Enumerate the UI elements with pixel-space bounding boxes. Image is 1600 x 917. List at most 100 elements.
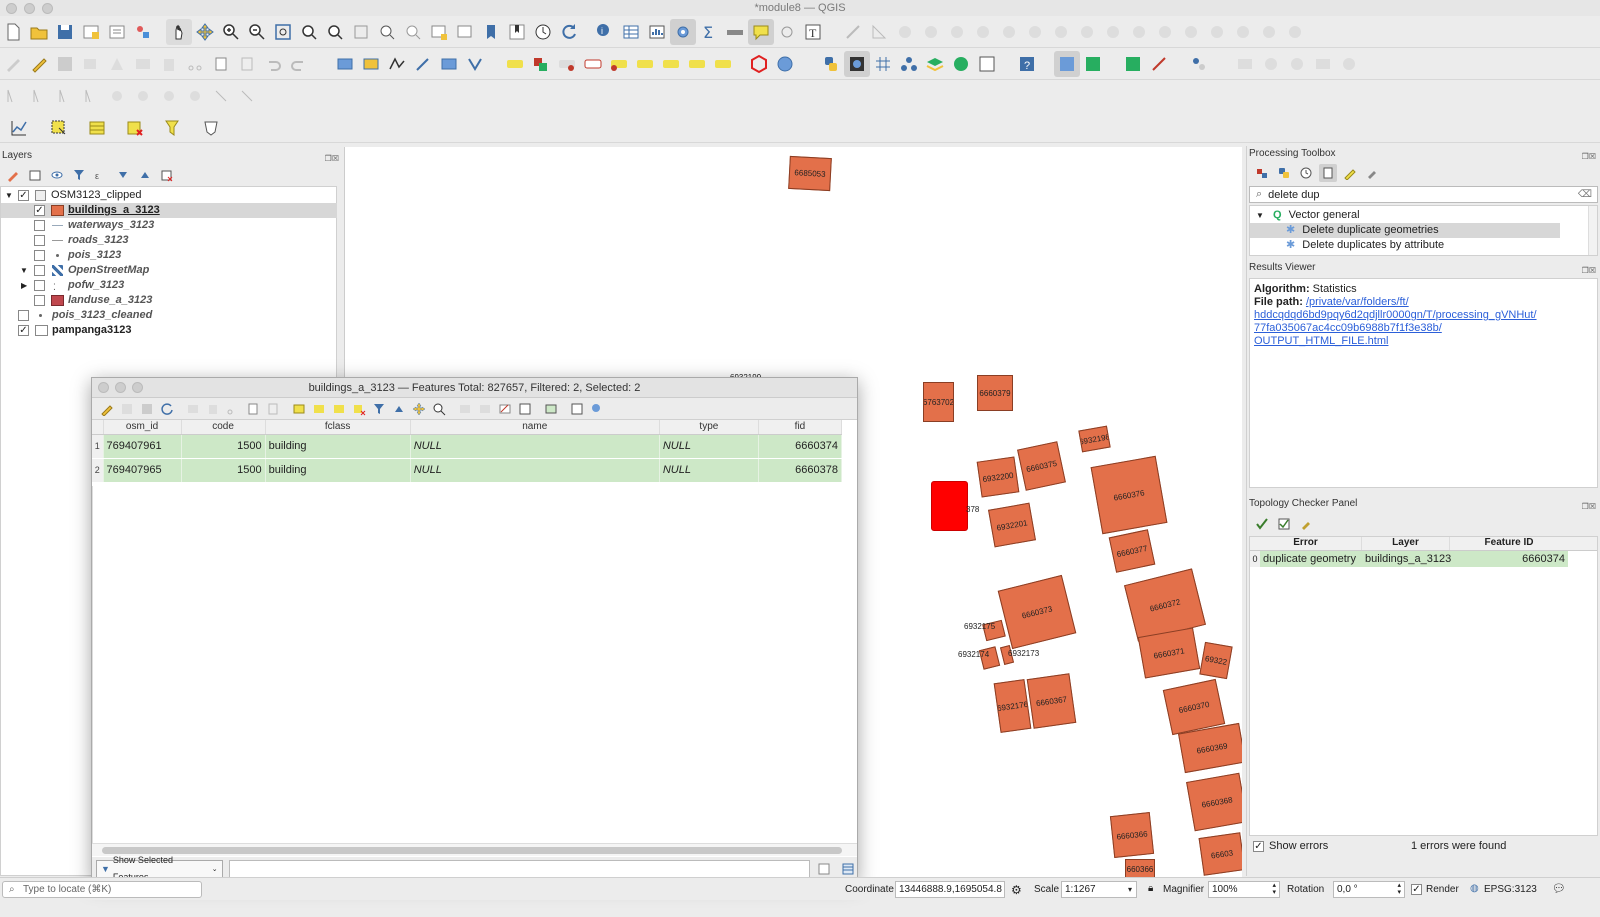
organize-columns-icon[interactable]: [496, 400, 514, 418]
panel-float-close-icon[interactable]: ❐☒: [1581, 152, 1596, 161]
label-tool-3-icon[interactable]: [554, 51, 580, 77]
open-attribute-table-icon[interactable]: [618, 19, 644, 45]
add-feature-icon[interactable]: [78, 51, 104, 77]
disabled-tool-4-icon[interactable]: [1310, 51, 1336, 77]
network-plugin-icon[interactable]: [896, 51, 922, 77]
messages-icon[interactable]: 💬︎: [1552, 883, 1566, 895]
cell-fid[interactable]: 6660378: [758, 458, 843, 483]
filter-expression-icon[interactable]: ε: [92, 166, 110, 184]
gps-icon[interactable]: [774, 19, 800, 45]
help-icon[interactable]: ?: [1014, 51, 1040, 77]
building-polygon[interactable]: 660366: [1125, 859, 1155, 877]
add-layer-2-icon[interactable]: [358, 51, 384, 77]
show-bookmarks-icon[interactable]: [504, 19, 530, 45]
globe-icon[interactable]: [772, 51, 798, 77]
label-tool-7-icon[interactable]: [658, 51, 684, 77]
profile-tool-icon[interactable]: [6, 115, 32, 141]
column-header[interactable]: code: [181, 420, 266, 435]
toolbox-search-input[interactable]: ⌕ delete dup ⌫: [1249, 186, 1598, 203]
building-polygon[interactable]: 6932201: [988, 502, 1036, 548]
copy-icon[interactable]: [244, 400, 262, 418]
selected-duplicate-polygon[interactable]: [931, 481, 968, 531]
select-location-icon[interactable]: [160, 115, 186, 141]
mask-plugin-icon[interactable]: [198, 115, 224, 141]
layer-checkbox[interactable]: [34, 235, 45, 246]
row-number[interactable]: 2: [92, 458, 104, 483]
filter-legend-icon[interactable]: [70, 166, 88, 184]
layer-checkbox[interactable]: [34, 250, 45, 261]
filter-expression-field[interactable]: [228, 859, 810, 879]
vertex-tool-icon[interactable]: [104, 51, 130, 77]
layer-checkbox[interactable]: ✓: [18, 190, 29, 201]
column-header[interactable]: type: [659, 420, 759, 435]
current-edits-icon[interactable]: [0, 51, 26, 77]
cell-osm-id[interactable]: 769407961: [103, 434, 182, 459]
filepath-link[interactable]: 77fa035067ac4cc09b6988b7f1f3e38b/: [1254, 322, 1442, 334]
rotation-spinbox[interactable]: 0,0 °▴▾: [1333, 881, 1405, 898]
label-tool-8-icon[interactable]: [684, 51, 710, 77]
adv-digitize-10-icon[interactable]: [234, 83, 260, 109]
deselect-icon[interactable]: [350, 400, 368, 418]
digitize-tool-8-icon[interactable]: [1022, 19, 1048, 45]
modify-attributes-icon[interactable]: [130, 51, 156, 77]
toggle-edit-icon[interactable]: [98, 400, 116, 418]
add-layer-3-icon[interactable]: [384, 51, 410, 77]
label-tool-2-icon[interactable]: [528, 51, 554, 77]
save-project-icon[interactable]: [52, 19, 78, 45]
tool-delete-duplicate-geometries[interactable]: ✱ Delete duplicate geometries: [1250, 223, 1560, 238]
collapse-arrow-icon[interactable]: ▶: [21, 281, 28, 290]
column-header[interactable]: fid: [758, 420, 843, 435]
zoom-native-icon[interactable]: [348, 19, 374, 45]
scrollbar-thumb[interactable]: [102, 847, 842, 854]
adv-digitize-5-icon[interactable]: [104, 83, 130, 109]
cell-layer[interactable]: buildings_a_3123: [1362, 551, 1454, 567]
digitize-tool-10-icon[interactable]: [1074, 19, 1100, 45]
column-header[interactable]: fclass: [265, 420, 411, 435]
add-layer-6-icon[interactable]: [462, 51, 488, 77]
filter-select-icon[interactable]: [370, 400, 388, 418]
select-all-icon[interactable]: [310, 400, 328, 418]
building-polygon[interactable]: 6660376: [1090, 455, 1168, 535]
clear-search-icon[interactable]: ⌫: [1577, 189, 1592, 200]
pan-to-selected-icon[interactable]: [410, 400, 428, 418]
building-polygon[interactable]: 6685053: [788, 155, 832, 192]
building-polygon[interactable]: 66603: [1198, 832, 1242, 876]
cut-icon[interactable]: [224, 400, 242, 418]
zoom-to-selection-icon[interactable]: [296, 19, 322, 45]
adv-digitize-6-icon[interactable]: [130, 83, 156, 109]
plugin-5-icon[interactable]: [1146, 51, 1172, 77]
sum-icon[interactable]: Σ: [696, 19, 722, 45]
dock-table-icon[interactable]: [568, 400, 586, 418]
cell-type[interactable]: NULL: [659, 434, 759, 459]
manage-visibility-icon[interactable]: [48, 166, 66, 184]
minimize-window-button[interactable]: [24, 3, 35, 14]
expand-arrow-icon[interactable]: ▼: [20, 266, 28, 275]
style-manager-icon[interactable]: [130, 19, 156, 45]
label-tool-1-icon[interactable]: [502, 51, 528, 77]
expand-arrow-icon[interactable]: ▼: [1256, 211, 1264, 220]
column-header[interactable]: Error: [1250, 537, 1362, 550]
expand-all-icon[interactable]: [114, 166, 132, 184]
new-print-layout-icon[interactable]: [78, 19, 104, 45]
layer-checkbox[interactable]: [34, 265, 45, 276]
building-polygon[interactable]: 69322: [1199, 641, 1233, 680]
label-tool-6-icon[interactable]: [632, 51, 658, 77]
layout-manager-icon[interactable]: [104, 19, 130, 45]
validate-extent-icon[interactable]: [1275, 515, 1293, 533]
new-3d-view-icon[interactable]: [452, 19, 478, 45]
digitize-tool-9-icon[interactable]: [1048, 19, 1074, 45]
cell-name[interactable]: NULL: [410, 434, 660, 459]
building-polygon[interactable]: 6660368: [1186, 772, 1242, 832]
map-tips-icon[interactable]: [748, 19, 774, 45]
select-expression-icon[interactable]: [290, 400, 308, 418]
coordinate-field[interactable]: 13446888.9,1695054.8: [895, 881, 1005, 898]
digitize-tool-16-icon[interactable]: [1230, 19, 1256, 45]
add-group-icon[interactable]: [26, 166, 44, 184]
pan-to-selection-icon[interactable]: [192, 19, 218, 45]
show-errors-checkbox[interactable]: ✓: [1253, 840, 1264, 852]
column-header[interactable]: Layer: [1362, 537, 1450, 550]
edit-features-in-place-icon[interactable]: [1341, 164, 1359, 182]
table-row[interactable]: 1 769407961 1500 building NULL NULL 6660…: [92, 434, 843, 459]
cell-error[interactable]: duplicate geometry: [1260, 551, 1362, 567]
digitize-tool-2-icon[interactable]: [866, 19, 892, 45]
